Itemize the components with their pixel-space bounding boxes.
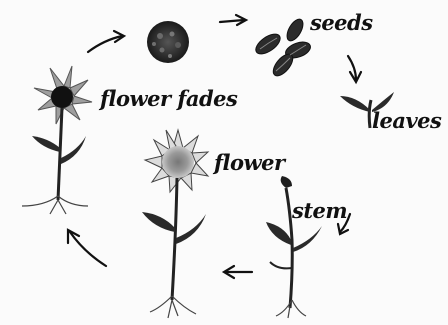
arrow-seedhead-to-seeds [220, 20, 244, 22]
arrow-fade-to-seedhead [88, 36, 122, 52]
label-stem: stem [292, 200, 347, 221]
seed-head [147, 21, 189, 63]
fading-flower-illustration [22, 66, 92, 214]
label-seeds: seeds [310, 12, 373, 33]
arrow-flower-to-fade [70, 232, 106, 266]
label-leaves: leaves [372, 110, 441, 131]
cycle-arrows [68, 15, 361, 278]
label-flower: flower [214, 152, 285, 173]
blooming-flower-illustration [142, 130, 208, 318]
label-flower-fades: flower fades [100, 88, 237, 109]
seeds-illustration [253, 17, 313, 80]
